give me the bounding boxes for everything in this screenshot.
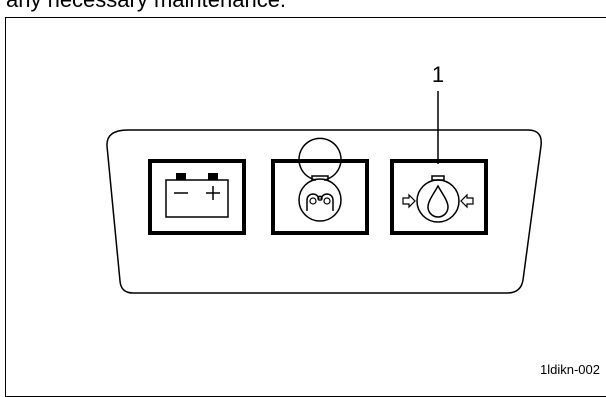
battery-charge-warning-icon xyxy=(148,159,246,235)
indicator-panel-diagram: 1 1ldikn-002 xyxy=(106,62,600,377)
intro-text: any necessary maintenance. xyxy=(6,0,286,13)
figure-id: 1ldikn-002 xyxy=(540,362,600,377)
callout-number: 1 xyxy=(432,62,444,87)
indicator-panel xyxy=(106,129,542,294)
glow-plug-indicator-icon xyxy=(271,137,369,235)
engine-oil-pressure-warning-icon xyxy=(390,159,488,235)
